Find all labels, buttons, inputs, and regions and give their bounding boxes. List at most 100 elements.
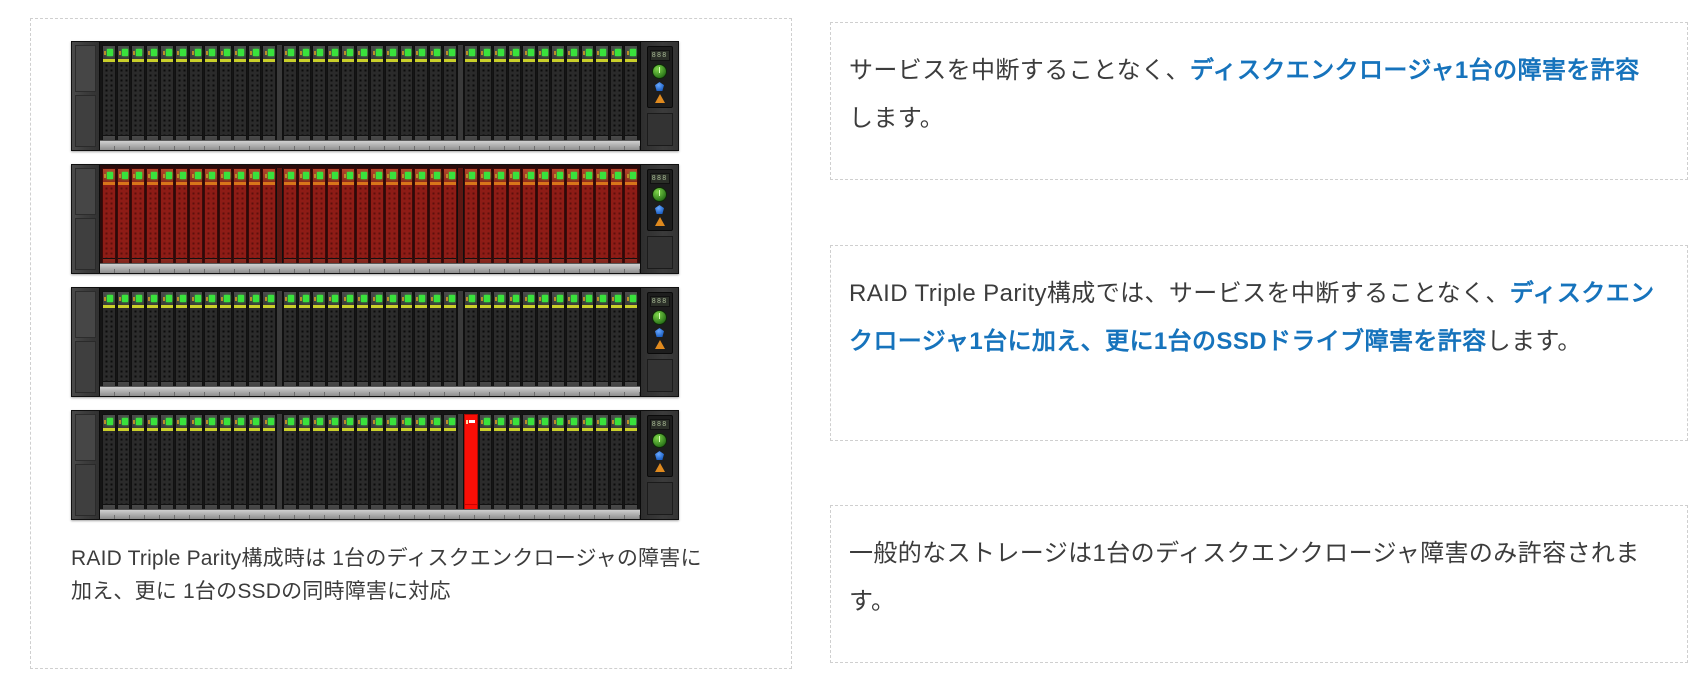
drive-label-stripe xyxy=(248,428,261,431)
drive-label-stripe xyxy=(284,59,296,62)
drive-led-row xyxy=(386,169,398,182)
drive-activity-led-icon xyxy=(148,296,151,301)
drive-bay xyxy=(247,414,262,519)
drive-activity-led-icon xyxy=(553,419,556,424)
drive-led-row xyxy=(494,46,506,59)
drive-vent-mesh xyxy=(523,62,535,135)
bay-group-divider xyxy=(457,414,464,519)
drive-label-stripe xyxy=(298,59,311,62)
drive-activity-led-icon xyxy=(416,296,419,301)
drive-bay xyxy=(551,45,566,150)
drive-label-stripe xyxy=(444,59,456,62)
rail-tick xyxy=(535,269,550,273)
drive-led-row xyxy=(356,169,369,182)
drive-led-row xyxy=(313,46,325,59)
power-button-icon[interactable] xyxy=(652,64,667,79)
drive-led-row xyxy=(263,415,275,428)
rail-tick xyxy=(145,269,160,273)
drive-vent-mesh xyxy=(494,185,506,258)
drive-label-stripe xyxy=(284,428,296,431)
drive-activity-led-icon xyxy=(148,419,151,424)
drive-bay xyxy=(624,291,638,396)
rail-tick xyxy=(430,146,445,150)
drive-bay xyxy=(493,291,507,396)
drive-bay xyxy=(551,291,566,396)
drive-activity-led-icon xyxy=(524,296,527,301)
rail-tick xyxy=(400,515,415,519)
drive-status-led-icon xyxy=(165,49,172,56)
drive-bay xyxy=(218,168,233,273)
drive-status-led-icon xyxy=(615,295,622,302)
drive-label-stripe xyxy=(523,305,535,308)
drive-bay-area xyxy=(100,42,640,150)
power-button-icon[interactable] xyxy=(652,433,667,448)
drive-activity-led-icon xyxy=(524,173,527,178)
drive-bay xyxy=(580,45,595,150)
rail-tick xyxy=(400,392,415,396)
drive-led-row xyxy=(494,415,506,428)
drive-label-stripe xyxy=(205,428,217,431)
rail-tick xyxy=(490,269,505,273)
drive-bay xyxy=(609,45,624,150)
power-button-icon[interactable] xyxy=(652,310,667,325)
drive-label-stripe xyxy=(103,305,115,308)
drive-activity-led-icon xyxy=(191,173,194,178)
drive-label-stripe xyxy=(190,305,203,308)
drive-label-stripe xyxy=(356,182,369,185)
drive-status-led-icon xyxy=(136,418,143,425)
power-button-icon[interactable] xyxy=(652,187,667,202)
seven-segment-display: 888 xyxy=(649,50,670,61)
rail-tick xyxy=(460,392,475,396)
drive-led-row xyxy=(429,292,442,305)
warning-triangle-icon xyxy=(654,94,665,103)
drive-label-stripe xyxy=(161,59,173,62)
rail-tick xyxy=(580,515,595,519)
bay-group xyxy=(283,291,457,396)
drive-led-row xyxy=(234,169,246,182)
drive-bay xyxy=(464,45,478,150)
drive-vent-mesh xyxy=(205,62,217,135)
drive-vent-mesh xyxy=(161,62,173,135)
drive-status-led-icon xyxy=(390,418,397,425)
drive-led-row xyxy=(175,169,188,182)
drive-vent-mesh xyxy=(465,431,477,504)
drive-status-led-icon xyxy=(267,172,274,179)
drive-bay xyxy=(385,45,399,150)
drive-label-stripe xyxy=(625,305,637,308)
drive-status-led-icon xyxy=(448,295,455,302)
rail-tick xyxy=(175,146,190,150)
drive-led-row xyxy=(429,46,442,59)
drive-led-row xyxy=(567,46,579,59)
drive-bay xyxy=(580,414,595,519)
drive-led-row xyxy=(523,46,535,59)
rail-tick xyxy=(160,392,175,396)
drive-vent-mesh xyxy=(465,185,477,258)
drive-led-row xyxy=(537,415,550,428)
drive-status-led-icon xyxy=(346,172,353,179)
drive-status-led-icon xyxy=(498,418,505,425)
drive-led-row xyxy=(103,292,115,305)
bezel-upper-plate xyxy=(75,168,96,216)
drive-bay xyxy=(566,414,580,519)
drive-led-row xyxy=(313,169,325,182)
drive-bay xyxy=(312,168,326,273)
rail-tick xyxy=(385,269,400,273)
drive-status-led-icon xyxy=(600,49,607,56)
bezel-lower-plate xyxy=(75,464,96,516)
drive-led-row xyxy=(161,46,173,59)
note-segment-plain: サービスを中断することなく、 xyxy=(849,57,1190,84)
drive-activity-led-icon xyxy=(343,419,346,424)
drive-led-row xyxy=(444,415,456,428)
rail-tick xyxy=(130,269,145,273)
rail-tick xyxy=(565,515,580,519)
drive-status-led-icon xyxy=(194,295,201,302)
drive-label-stripe xyxy=(132,428,144,431)
drive-label-stripe xyxy=(342,59,354,62)
drive-led-row xyxy=(298,292,311,305)
drive-led-row xyxy=(596,46,608,59)
drive-label-stripe xyxy=(146,305,159,308)
drive-label-stripe xyxy=(248,59,261,62)
drive-vent-mesh xyxy=(610,62,623,135)
drive-led-row xyxy=(400,169,413,182)
drive-led-row xyxy=(205,415,217,428)
